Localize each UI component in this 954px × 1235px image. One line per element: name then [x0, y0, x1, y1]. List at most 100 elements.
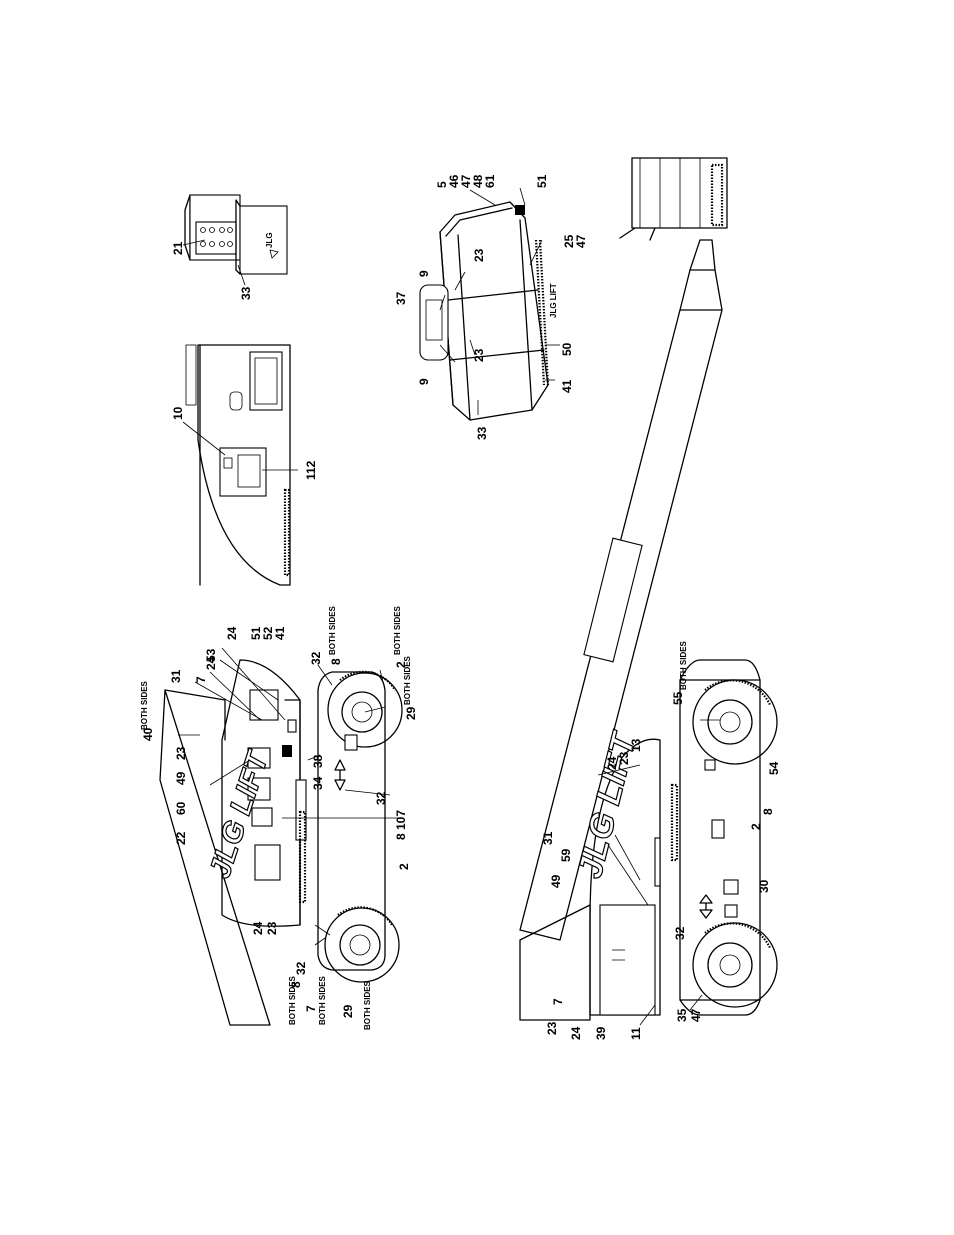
callout-60: 60	[174, 801, 188, 815]
callout-32b: 32	[374, 791, 388, 805]
callout-29: 29	[404, 706, 418, 720]
callout-9b: 9	[417, 378, 431, 385]
callout-34: 34	[311, 776, 325, 790]
callout-47: 47	[459, 174, 473, 188]
callout-21: 21	[171, 241, 185, 255]
chassis-frame-b	[679, 679, 761, 1001]
rear-wheel	[324, 906, 400, 983]
callout-32c: 32	[294, 961, 308, 975]
callouts: 21 33 10 112 5 46 47 48 61 51 25 47 23 9…	[140, 174, 781, 1040]
callout-11: 11	[629, 1027, 643, 1040]
callout-37: 37	[394, 291, 408, 305]
callout-23: 23	[472, 248, 486, 262]
callout-29b: 29	[341, 1004, 355, 1018]
callout-41b: 41	[273, 626, 287, 640]
callout-8d: 8	[761, 808, 775, 815]
callout-49: 49	[174, 771, 188, 785]
callout-23e: 23	[617, 751, 631, 765]
platform-console-view: JLG	[184, 194, 288, 275]
callout-30: 30	[757, 879, 771, 893]
callout-35: 35	[675, 1008, 689, 1022]
console-box	[239, 205, 288, 275]
machine-side-view-a: JLG LIFT	[159, 659, 403, 1026]
callout-31: 31	[169, 669, 183, 683]
note-both-sides-2: BOTH SIDES	[328, 605, 337, 655]
ground-control-view	[185, 344, 291, 586]
callout-107: 107	[394, 810, 408, 830]
callout-2c: 2	[749, 823, 763, 830]
callout-32: 32	[309, 651, 323, 665]
callout-50: 50	[560, 342, 574, 356]
callout-49b: 49	[549, 874, 563, 888]
callout-53: 53	[204, 648, 218, 662]
callout-51b: 51	[249, 626, 263, 640]
callout-10: 10	[171, 406, 185, 420]
callout-54: 54	[767, 761, 781, 775]
control-cabinet-b	[599, 904, 656, 1016]
basket-control-console	[419, 284, 449, 361]
callout-24e: 24	[569, 1026, 583, 1040]
callout-7b: 7	[304, 1005, 318, 1012]
callout-8: 8	[329, 658, 343, 665]
callout-112: 112	[304, 460, 318, 480]
machine-side-view-b: JLG LIFT	[519, 157, 778, 1021]
control-station-box	[219, 447, 267, 497]
callout-24: 24	[204, 656, 218, 670]
callout-38: 38	[311, 754, 325, 768]
chassis-frame	[317, 671, 386, 971]
callout-9: 9	[417, 270, 431, 277]
callout-52: 52	[261, 626, 275, 640]
callout-40: 40	[141, 727, 155, 741]
note-both-sides-5: BOTH SIDES	[288, 975, 297, 1025]
callout-59: 59	[559, 848, 573, 862]
console-control-panel	[195, 221, 237, 255]
leader-lines	[178, 187, 720, 1026]
callout-22: 22	[174, 831, 188, 845]
front-wheel	[327, 670, 403, 748]
callout-2b: 2	[397, 863, 411, 870]
turntable-body-b	[589, 738, 661, 1016]
callout-46: 46	[447, 174, 461, 188]
callout-23d: 23	[265, 921, 279, 935]
note-both-sides-1: BOTH SIDES	[140, 680, 149, 730]
note-both-sides-4: BOTH SIDES	[403, 655, 412, 705]
callout-25: 25	[562, 234, 576, 248]
callout-31b: 31	[541, 831, 555, 845]
callout-39: 39	[594, 1026, 608, 1040]
callout-51: 51	[535, 174, 549, 188]
note-both-sides-6: BOTH SIDES	[318, 975, 327, 1025]
callout-24d: 24	[605, 756, 619, 770]
basket-logo: JLG LIFT	[549, 283, 558, 318]
callout-33b: 33	[475, 426, 489, 440]
console-logo: JLG	[265, 232, 274, 248]
note-both-sides-3: BOTH SIDES	[393, 605, 402, 655]
callout-7: 7	[194, 676, 208, 683]
platform-basket-view: JLG LIFT	[419, 201, 558, 421]
callout-41: 41	[560, 379, 574, 393]
callout-5: 5	[435, 181, 449, 188]
front-wheel-b	[692, 679, 778, 765]
callout-7c: 7	[551, 998, 565, 1005]
callout-48: 48	[471, 174, 485, 188]
callout-55: 55	[671, 691, 685, 705]
note-both-sides-8: BOTH SIDES	[679, 640, 688, 690]
rear-wheel-b	[692, 922, 778, 1008]
basket-b	[631, 157, 728, 229]
callout-23f: 23	[545, 1021, 559, 1035]
boom-section	[159, 689, 271, 1026]
callout-61: 61	[483, 174, 497, 188]
callout-33: 33	[239, 286, 253, 300]
callout-47c: 47	[689, 1008, 703, 1022]
note-both-sides-7: BOTH SIDES	[363, 980, 372, 1030]
callout-24c: 24	[251, 921, 265, 935]
callout-24b: 24	[225, 626, 239, 640]
callout-2: 2	[394, 661, 408, 668]
callout-32d: 32	[673, 926, 687, 940]
callout-8b: 8	[394, 833, 408, 840]
callout-47b: 47	[574, 234, 588, 248]
callout-13: 13	[629, 738, 643, 752]
callout-23b: 23	[472, 348, 486, 362]
callout-23c: 23	[174, 746, 188, 760]
